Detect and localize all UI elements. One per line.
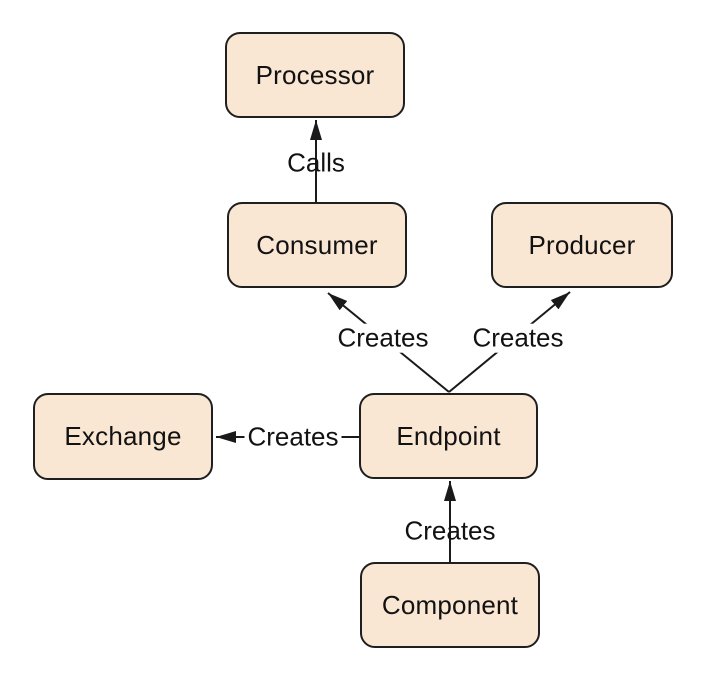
node-producer: Producer	[491, 202, 673, 288]
edge-label-creates-producer: Creates	[469, 324, 567, 353]
node-exchange: Exchange	[33, 393, 213, 480]
edge-label-creates-consumer: Creates	[334, 324, 432, 353]
edge-label-creates-exchange: Creates	[244, 423, 342, 452]
edge-label-calls: Calls	[287, 147, 345, 178]
node-consumer: Consumer	[227, 202, 407, 288]
node-endpoint: Endpoint	[359, 393, 538, 479]
node-component: Component	[360, 562, 540, 648]
edge-label-creates-endpoint: Creates	[404, 515, 496, 546]
node-processor: Processor	[225, 32, 405, 118]
